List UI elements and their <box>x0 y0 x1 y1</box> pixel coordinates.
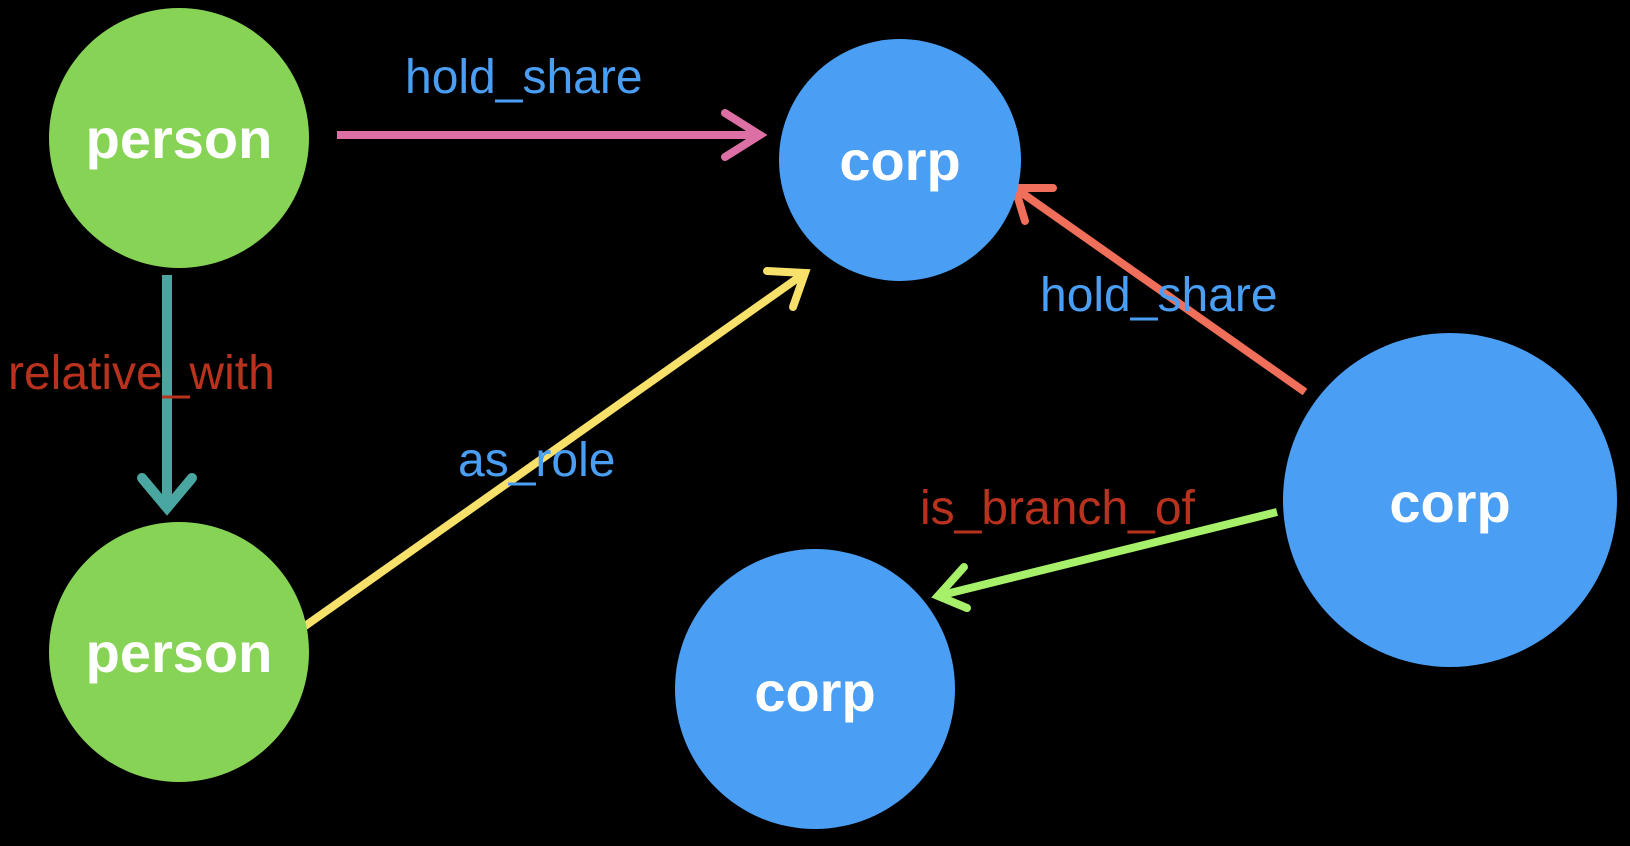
node-person-top[interactable]: person <box>49 8 309 268</box>
edge-label: hold_share <box>405 51 643 104</box>
node-label: person <box>86 621 273 684</box>
node-label: corp <box>839 129 960 192</box>
arrowhead-icon <box>763 267 811 311</box>
node-label: person <box>86 107 273 170</box>
node-circle <box>1283 333 1617 667</box>
edge-label: hold_share <box>1040 269 1278 322</box>
node-label: corp <box>754 660 875 723</box>
edge-label: relative_with <box>8 347 275 400</box>
arrowhead-icon <box>721 109 768 161</box>
edge-label: is_branch_of <box>920 482 1196 535</box>
arrowhead-icon <box>931 563 971 612</box>
edge-is-branch-of: is_branch_of <box>920 482 1278 612</box>
edge-line <box>295 269 808 635</box>
edge-relative-with: relative_with <box>8 275 275 516</box>
edge-line <box>937 508 1278 600</box>
node-corp-right[interactable]: corp <box>1283 333 1617 667</box>
edge-hold-share-corp: hold_share <box>1009 184 1308 396</box>
edge-line <box>1012 184 1308 396</box>
edge-label: as_role <box>458 434 615 487</box>
node-circle <box>779 39 1021 281</box>
edge-hold-share-person: hold_share <box>337 51 768 161</box>
node-circle <box>675 549 955 829</box>
node-label: corp <box>1389 471 1510 534</box>
edge-as-role: as_role <box>295 267 811 635</box>
node-corp-bottom[interactable]: corp <box>675 549 955 829</box>
node-circle <box>49 8 309 268</box>
node-circle <box>49 522 309 782</box>
node-person-bottom[interactable]: person <box>49 522 309 782</box>
node-corp-top[interactable]: corp <box>779 39 1021 281</box>
arrowhead-icon <box>137 473 197 516</box>
